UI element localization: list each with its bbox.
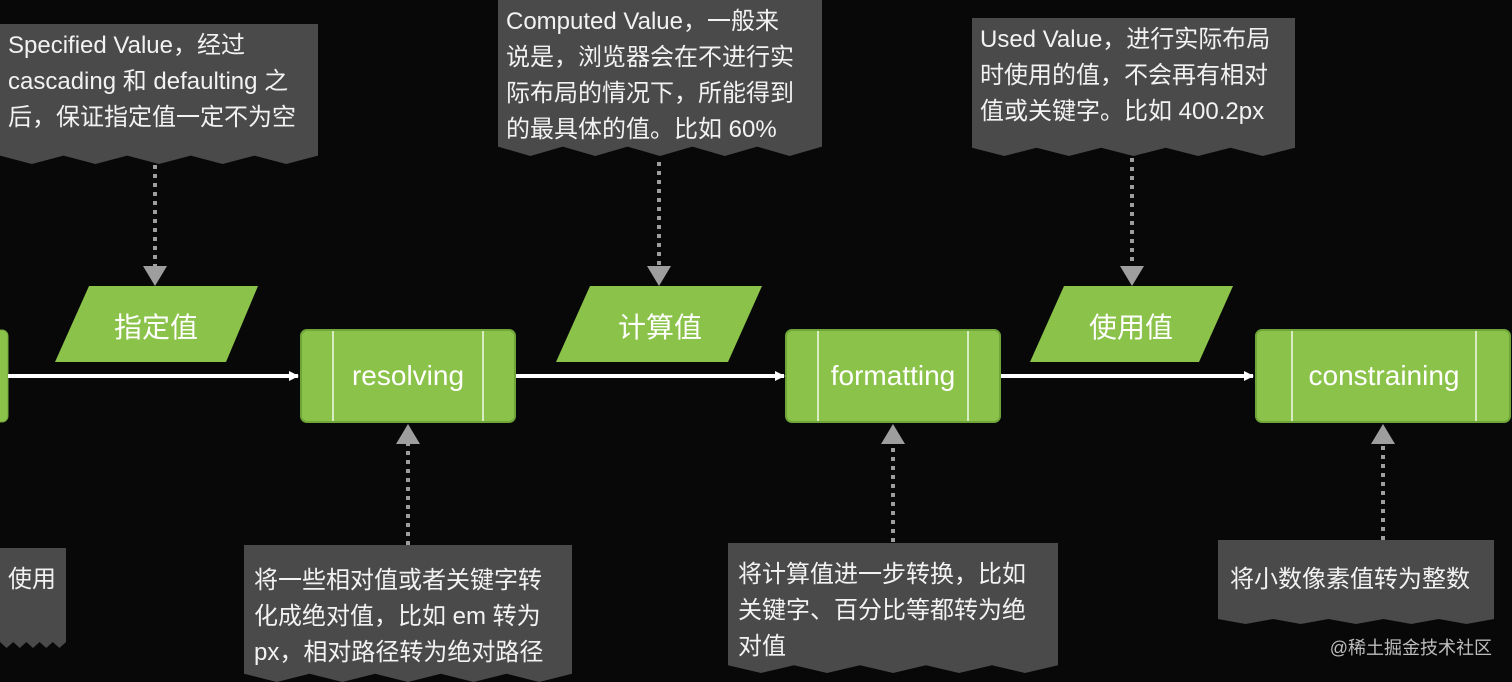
used-value-label: 使用值	[1088, 312, 1173, 343]
arrowhead-used	[1120, 266, 1144, 286]
specified-value-note: Specified Value，经过 cascading 和 defaultin…	[0, 24, 318, 164]
specified-value-shape	[55, 286, 258, 362]
resolving-note: 将一些相对值或者关键字转 化成绝对值，比如 em 转为 px，相对路径转为绝对路…	[244, 545, 572, 682]
resolving-box	[300, 329, 516, 423]
specified-value-label: 指定值	[113, 312, 198, 343]
used-value-shape	[1030, 286, 1233, 362]
formatting-label: formatting	[830, 360, 956, 391]
arrowhead-computed	[647, 266, 671, 286]
resolving-label: resolving	[351, 360, 465, 391]
computed-value-label: 计算值	[617, 312, 702, 343]
constraining-note: 将小数像素值转为整数	[1218, 540, 1494, 624]
arrowhead-specified	[143, 266, 167, 286]
constraining-box	[1255, 329, 1511, 423]
watermark: @稀土掘金技术社区	[1329, 638, 1492, 658]
formatting-note: 将计算值进一步转换，比如 关键字、百分比等都转为绝 对值	[728, 543, 1058, 673]
used-value-note: Used Value，进行实际布局 时使用的值，不会再有相对 值或关键字。比如 …	[972, 18, 1295, 156]
arrowhead-constraining	[1371, 424, 1395, 444]
computed-value-shape	[556, 286, 762, 362]
arrowhead-formatting	[881, 424, 905, 444]
arrowhead-resolving	[396, 424, 420, 444]
computed-value-note: Computed Value，一般来 说是，浏览器会在不进行实 际布局的情况下，…	[498, 0, 822, 156]
left-partial-note: 使用	[0, 548, 66, 648]
partial-process-box	[0, 329, 9, 423]
formatting-box	[785, 329, 1001, 423]
constraining-label: constraining	[1308, 360, 1460, 391]
